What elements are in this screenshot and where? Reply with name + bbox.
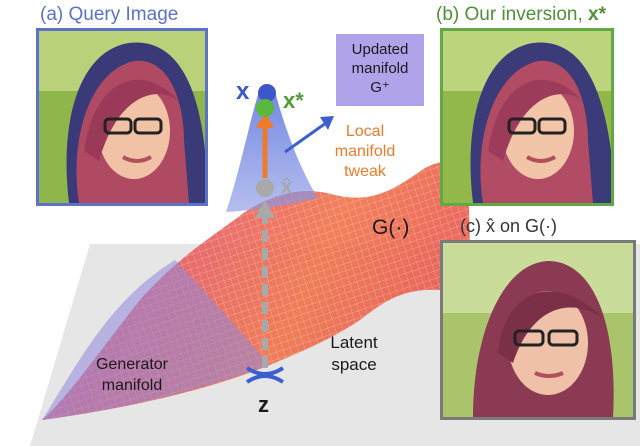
updated-manifold-line2: manifold	[351, 60, 409, 77]
latent-space-line1: Latent	[330, 333, 378, 352]
local-tweak-line3: tweak	[344, 163, 386, 180]
x-star-point	[256, 99, 274, 117]
query-image	[36, 28, 208, 206]
generator-manifold-line2: manifold	[101, 377, 163, 394]
generator-symbol: G(·)	[372, 216, 410, 239]
projection-image	[440, 240, 636, 420]
updated-manifold-text: Updated manifold G⁺	[336, 40, 424, 97]
z-marker	[245, 366, 285, 384]
x-label: x	[236, 78, 250, 105]
manifold-fold	[42, 260, 270, 420]
generator-manifold-line1: Generator	[95, 356, 169, 373]
updated-manifold-line1: Updated	[351, 41, 409, 58]
generator-manifold-text: Generator manifold	[84, 354, 180, 396]
inversion-label: (b) Our inversion, x*	[436, 4, 606, 26]
inversion-symbol: x*	[588, 4, 607, 25]
updated-manifold-box	[336, 34, 424, 106]
x-hat-label: x̂	[281, 176, 293, 198]
latent-space-line2: space	[331, 355, 377, 374]
x-hat-point	[256, 179, 274, 197]
x-point	[258, 84, 276, 102]
local-tweak-line1: Local	[345, 123, 385, 140]
inversion-image	[440, 28, 614, 206]
update-arrow	[284, 121, 327, 154]
query-image-label: (a) Query Image	[40, 4, 179, 25]
inversion-label-text: (b) Our inversion,	[436, 4, 589, 25]
updated-manifold-symbol: G⁺	[370, 79, 390, 96]
projection-label: (c) x̂ on G(·)	[460, 216, 557, 236]
latent-space-text: Latent space	[316, 332, 392, 376]
local-tweak-text: Local manifold tweak	[320, 122, 410, 182]
local-tweak-line2: manifold	[334, 143, 396, 160]
z-label: z	[258, 392, 269, 417]
manifold-tweak-peak	[226, 85, 318, 212]
x-star-label: x*	[283, 88, 304, 113]
